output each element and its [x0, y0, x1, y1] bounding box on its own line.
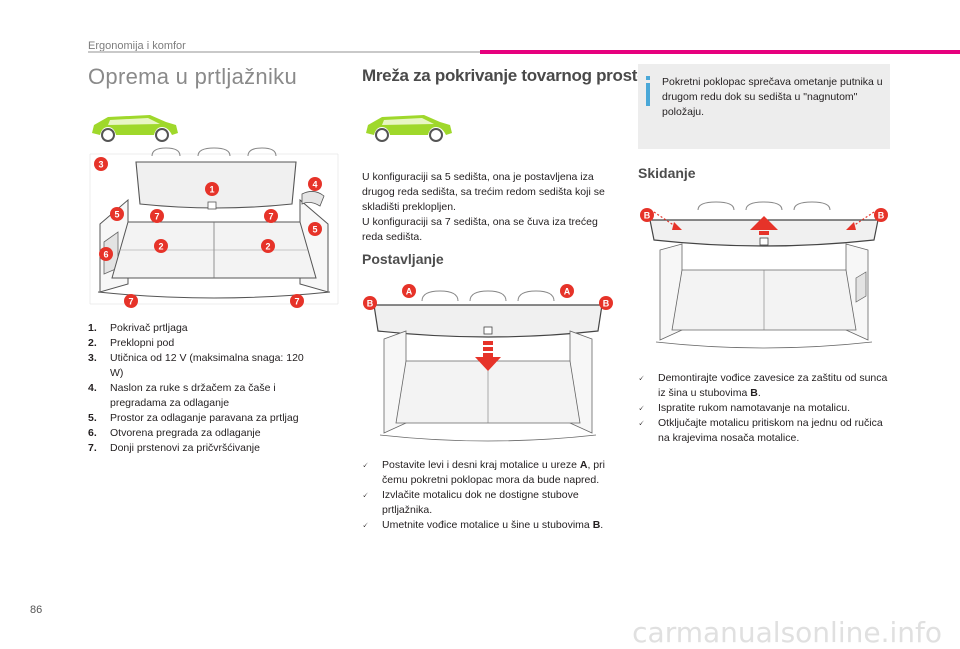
remove-illustration: B B: [638, 198, 890, 353]
list-item: 🗸Ispratite rukom namotavanje na motalicu…: [638, 402, 851, 414]
trunk-equipment-illustration: [89, 147, 339, 305]
label-a-right: [560, 284, 574, 298]
callout-6: [99, 247, 113, 261]
svg-text:A: A: [406, 287, 413, 297]
intro-paragraph: U konfiguraciji sa 5 sedišta, ona je pos…: [362, 171, 605, 243]
svg-text:B: B: [367, 299, 374, 309]
list-item: 7.Donji prstenovi za pričvršćivanje: [88, 442, 260, 454]
label-b-right: [599, 296, 613, 310]
trunk-items-list: 1.Pokrivač prtljaga 2.Preklopni pod 3.Ut…: [88, 321, 338, 456]
label-b-left: [363, 296, 377, 310]
svg-text:B: B: [878, 211, 885, 221]
callout-7b: [264, 209, 278, 223]
callout-5b: [308, 222, 322, 236]
section-title-trunk-equipment: Oprema u prtljažniku: [88, 64, 297, 89]
callout-1: [205, 182, 219, 196]
callout-1-label: 1: [209, 185, 214, 195]
remove-steps: 🗸Demontirajte vođice zavesice za zaštitu…: [638, 371, 888, 446]
car-silhouette-icon: [366, 115, 452, 142]
install-illustration: A A B B: [362, 283, 614, 448]
svg-text:A: A: [564, 287, 571, 297]
label-b-left: [640, 208, 654, 222]
callout-7c: [124, 294, 138, 308]
callout-7d-label: 7: [294, 297, 299, 307]
heading-install: Postavljanje: [362, 251, 444, 267]
list-item: 🗸Otključajte motalicu pritiskom na jednu…: [638, 417, 883, 444]
callout-4: [308, 177, 322, 191]
header-rule-grey: [88, 51, 480, 53]
callout-6-label: 6: [103, 250, 108, 260]
callout-7a-label: 7: [154, 212, 159, 222]
info-text: Pokretni poklopac sprečava ometanje putn…: [662, 76, 883, 118]
callout-7a: [150, 209, 164, 223]
list-item: 6.Otvorena pregrada za odlaganje: [88, 427, 261, 439]
callout-2a: [154, 239, 168, 253]
list-item: 5.Prostor za odlaganje paravana za prtlj…: [88, 412, 299, 424]
callout-3: [94, 157, 108, 171]
info-box: Pokretni poklopac sprečava ometanje putn…: [638, 64, 890, 149]
callout-5b-label: 5: [312, 225, 317, 235]
header-rule-pink: [480, 50, 960, 54]
list-item: 2.Preklopni pod: [88, 337, 175, 349]
callout-5a: [110, 207, 124, 221]
list-item: 4.Naslon za ruke s držačem za čaše i pre…: [88, 382, 276, 409]
list-item: 🗸Umetnite vođice motalice u šine u stubo…: [362, 519, 604, 531]
list-item: 🗸Izvlačite motalicu dok ne dostigne stub…: [362, 489, 579, 516]
running-header: Ergonomija i komfor: [88, 40, 186, 52]
callout-7c-label: 7: [128, 297, 133, 307]
callout-2a-label: 2: [158, 242, 163, 252]
callout-7b-label: 7: [268, 212, 273, 222]
callout-7d: [290, 294, 304, 308]
section-title-cargo-cover: Mreža za pokrivanje tovarnog prostora: [362, 66, 663, 85]
list-item: 1.Pokrivač prtljaga: [88, 322, 188, 334]
svg-text:B: B: [644, 211, 651, 221]
label-a-left: [402, 284, 416, 298]
label-b-right: [874, 208, 888, 222]
page-number: 86: [30, 604, 43, 616]
list-item: 3.Utičnica od 12 V (maksimalna snaga: 12…: [88, 352, 304, 379]
svg-text:B: B: [603, 299, 610, 309]
install-steps: 🗸Postavite levi i desni kraj motalice u …: [362, 458, 612, 533]
info-icon: [646, 76, 650, 106]
heading-remove: Skidanje: [638, 165, 696, 181]
list-item: 🗸Demontirajte vođice zavesice za zaštitu…: [638, 372, 888, 399]
list-item: 🗸Postavite levi i desni kraj motalice u …: [362, 459, 605, 486]
callout-5a-label: 5: [114, 210, 119, 220]
callout-4-label: 4: [312, 180, 317, 190]
callout-2b-label: 2: [265, 242, 270, 252]
callout-3-label: 3: [98, 160, 103, 170]
watermark: carmanualsonline.info: [632, 616, 942, 649]
car-silhouette-icon: [92, 115, 178, 142]
callout-2b: [261, 239, 275, 253]
callout-badges: 1 2 2 3 4 5 5 6 7 7 7 7: [94, 157, 322, 308]
